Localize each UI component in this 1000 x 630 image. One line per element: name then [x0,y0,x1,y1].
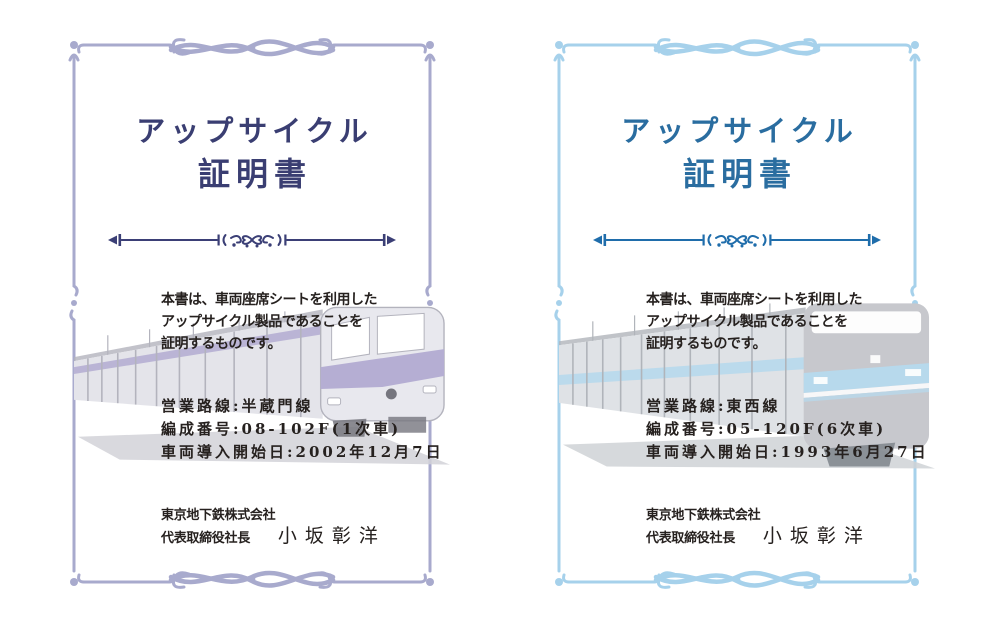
train-details: 営業路線:東西線 編成番号:05-120F(6次車) 車両導入開始日:1993年… [646,395,929,464]
headlight-left [813,377,828,384]
front-accent-band [803,363,930,393]
certificate-hanzomon: アップサイクル 証明書 本書は、車両座席シ [67,37,450,590]
company-name: 東京地下鉄株式会社 [161,508,276,523]
corner-dots [555,41,919,586]
front-emblem [385,388,397,400]
title-line-1: アップサイクル [621,114,858,148]
ornamental-divider [593,234,881,248]
undercarriage [823,442,896,467]
train-details: 営業路線:半蔵門線 編成番号:08-102F(1次車) 車両導入開始日:2002… [161,395,444,464]
ornamental-divider [108,234,396,248]
signer-role: 代表取締役社長 [646,531,735,546]
ornamental-border-frame [553,37,921,590]
train-front-car [319,306,445,437]
detail-line-route: 営業路線:半蔵門線 [161,397,314,415]
certificate-tozai: アップサイクル 証明書 本書は、車両座席シ [552,37,935,590]
front-accent-band [320,349,445,389]
statement-line: 証明するものです。 [161,336,282,352]
certificate-statement: 本書は、車両座席シートを利用した アップサイクル製品であることを 証明するもので… [646,289,863,355]
undercarriage [332,418,367,437]
company-name: 東京地下鉄株式会社 [646,508,761,523]
statement-line: アップサイクル製品であることを [646,314,848,330]
certificate-title: アップサイクル 証明書 [552,111,922,197]
certificate-statement: 本書は、車両座席シートを利用した アップサイクル製品であることを 証明するもので… [161,289,378,355]
headlight-right [422,385,437,394]
train-door-lines [572,315,787,434]
title-line-1: アップサイクル [136,114,373,148]
train-illustration-08-series [73,306,450,465]
detail-line-route: 営業路線:東西線 [646,397,781,415]
front-plate [870,355,881,364]
signature-block: 東京地下鉄株式会社 代表取締役社長 小坂彰洋 [646,506,871,548]
windshield-left [331,316,370,361]
corner-dots [70,41,434,586]
signer-signature: 小坂彰洋 [277,525,386,547]
train-door-lines [87,319,302,418]
coupler-skirt [388,416,427,433]
detail-line-service-date: 車両導入開始日:2002年12月7日 [161,443,444,461]
statement-line: 証明するものです。 [646,336,767,352]
title-line-2: 証明書 [682,155,797,193]
signature-block: 東京地下鉄株式会社 代表取締役社長 小坂彰洋 [161,506,386,548]
train-front-car [803,303,930,467]
certificate-title: アップサイクル 証明書 [67,111,437,197]
detail-line-formation: 編成番号:05-120F(6次車) [646,420,887,438]
statement-line: アップサイクル製品であることを [161,314,363,330]
detail-line-service-date: 車両導入開始日:1993年6月27日 [646,443,929,461]
train-illustration-05-series [558,303,935,469]
title-line-2: 証明書 [197,155,312,193]
headlight-right [905,369,922,377]
detail-line-formation: 編成番号:08-102F(1次車) [161,420,402,438]
statement-line: 本書は、車両座席シートを利用した [161,292,378,308]
destination-band [811,311,922,334]
windshield-right [376,312,425,355]
signer-signature: 小坂彰洋 [762,525,871,547]
ornamental-border-frame [68,37,436,590]
signer-role: 代表取締役社長 [161,531,250,546]
headlight-left [327,397,342,406]
statement-line: 本書は、車両座席シートを利用した [646,292,863,308]
